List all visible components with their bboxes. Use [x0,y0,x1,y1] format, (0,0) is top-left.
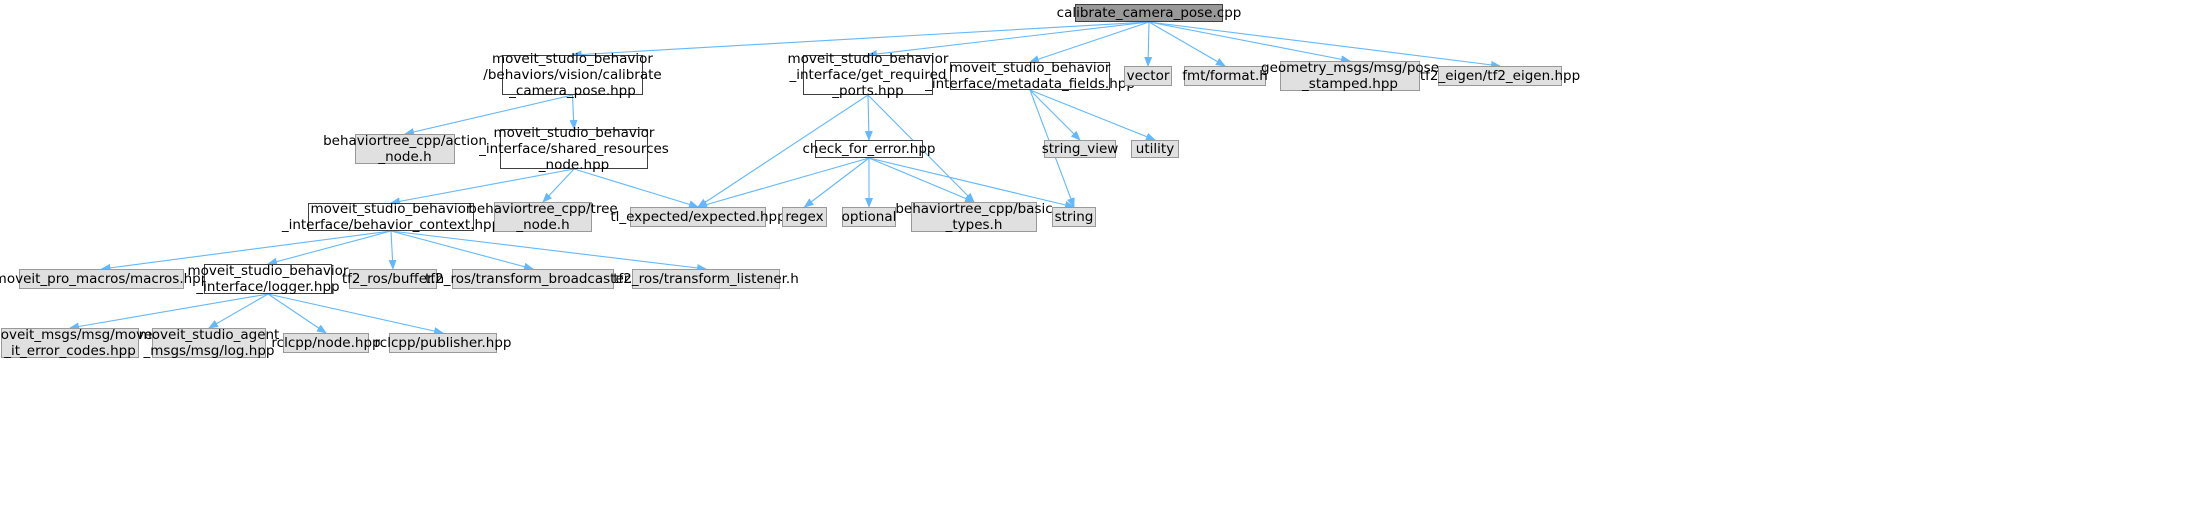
edge-check-to-basictypes [868,157,975,203]
edge-context-to-broadcaster [390,230,534,271]
edge-root-to-vector [1144,21,1153,67]
node-calib[interactable]: moveit_studio_behavior /behaviors/vision… [483,51,662,99]
edge-logger-to-rclnode [267,293,327,334]
node-utility: utility [1131,140,1179,158]
node-root: calibrate_camera_pose.cpp [1056,4,1242,22]
edge-context-to-macros [100,230,392,272]
edge-root-to-tf2eigen [1148,21,1501,69]
edge-check-to-regex [803,157,870,208]
edge-root-to-getreq [867,21,1150,58]
node-shared[interactable]: moveit_studio_behavior _interface/shared… [479,125,669,173]
node-rclpub: rclcpp/publisher.hpp [374,333,512,353]
edge-check-to-string [868,157,1075,209]
edges-layer [69,21,1501,335]
edge-root-to-meta [1029,21,1150,63]
edge-context-to-buffer [388,230,397,270]
edge-context-to-listener [390,230,707,272]
node-actionnode: behaviortree_cpp/action _node.h [323,133,487,165]
node-agentlog: moveit_studio_agent _msgs/msg/log.hpp [138,327,280,359]
node-fmt: fmt/format.h [1182,66,1268,86]
edge-check-to-expected [697,157,870,209]
edge-getreq-to-check [864,94,873,141]
node-buffer: tf2_ros/buffer.h [341,269,445,289]
node-macros: moveit_pro_macros/macros.hpp [0,269,210,289]
edge-calib-to-shared [569,94,578,130]
edge-logger-to-moveerr [69,293,269,331]
edge-shared-to-treenode [542,168,575,203]
node-check[interactable]: check_for_error.hpp [802,140,936,158]
node-logger[interactable]: moveit_studio_behavior _interface/logger… [187,263,349,295]
edge-root-to-geom [1148,21,1351,64]
edge-logger-to-agentlog [208,293,269,329]
node-moveerr: moveit_msgs/msg/move _it_error_codes.hpp [0,327,153,359]
edge-meta-to-stringview [1029,89,1081,141]
edge-logger-to-rclpub [267,293,444,335]
node-geom: geometry_msgs/msg/pose _stamped.hpp [1261,60,1439,92]
edge-shared-to-context [390,168,575,206]
edge-shared-to-expected [573,168,699,209]
node-tf2eigen: tf2_eigen/tf2_eigen.hpp [1419,66,1581,86]
node-regex: regex [782,207,827,227]
edge-root-to-fmt [1148,21,1226,67]
node-expected: tl_expected/expected.hpp [610,207,786,227]
edge-calib-to-actionnode [404,94,573,136]
node-stringview: string_view [1041,140,1119,158]
node-context[interactable]: moveit_studio_behavior _interface/behavi… [281,201,501,233]
node-broadcaster: tf2_ros/transform_broadcaster.h [425,269,641,289]
node-basictypes: behaviortree_cpp/basic _types.h [895,201,1053,233]
edge-root-to-calib [571,21,1150,59]
node-meta[interactable]: moveit_studio_behavior _interface/metada… [925,60,1135,92]
node-listener: tf2_ros/transform_listener.h [613,269,799,289]
node-vector: vector [1124,66,1172,86]
edge-meta-to-utility [1029,89,1156,141]
node-string: string [1052,207,1096,227]
node-optional: optional [841,207,897,227]
edge-getreq-to-expected [697,94,869,208]
edge-context-to-logger [267,230,392,266]
node-treenode: behaviortree_cpp/tree _node.h [468,201,618,233]
node-rclnode: rclcpp/node.hpp [271,333,381,353]
node-getreq[interactable]: moveit_studio_behavior _interface/get_re… [787,51,949,99]
